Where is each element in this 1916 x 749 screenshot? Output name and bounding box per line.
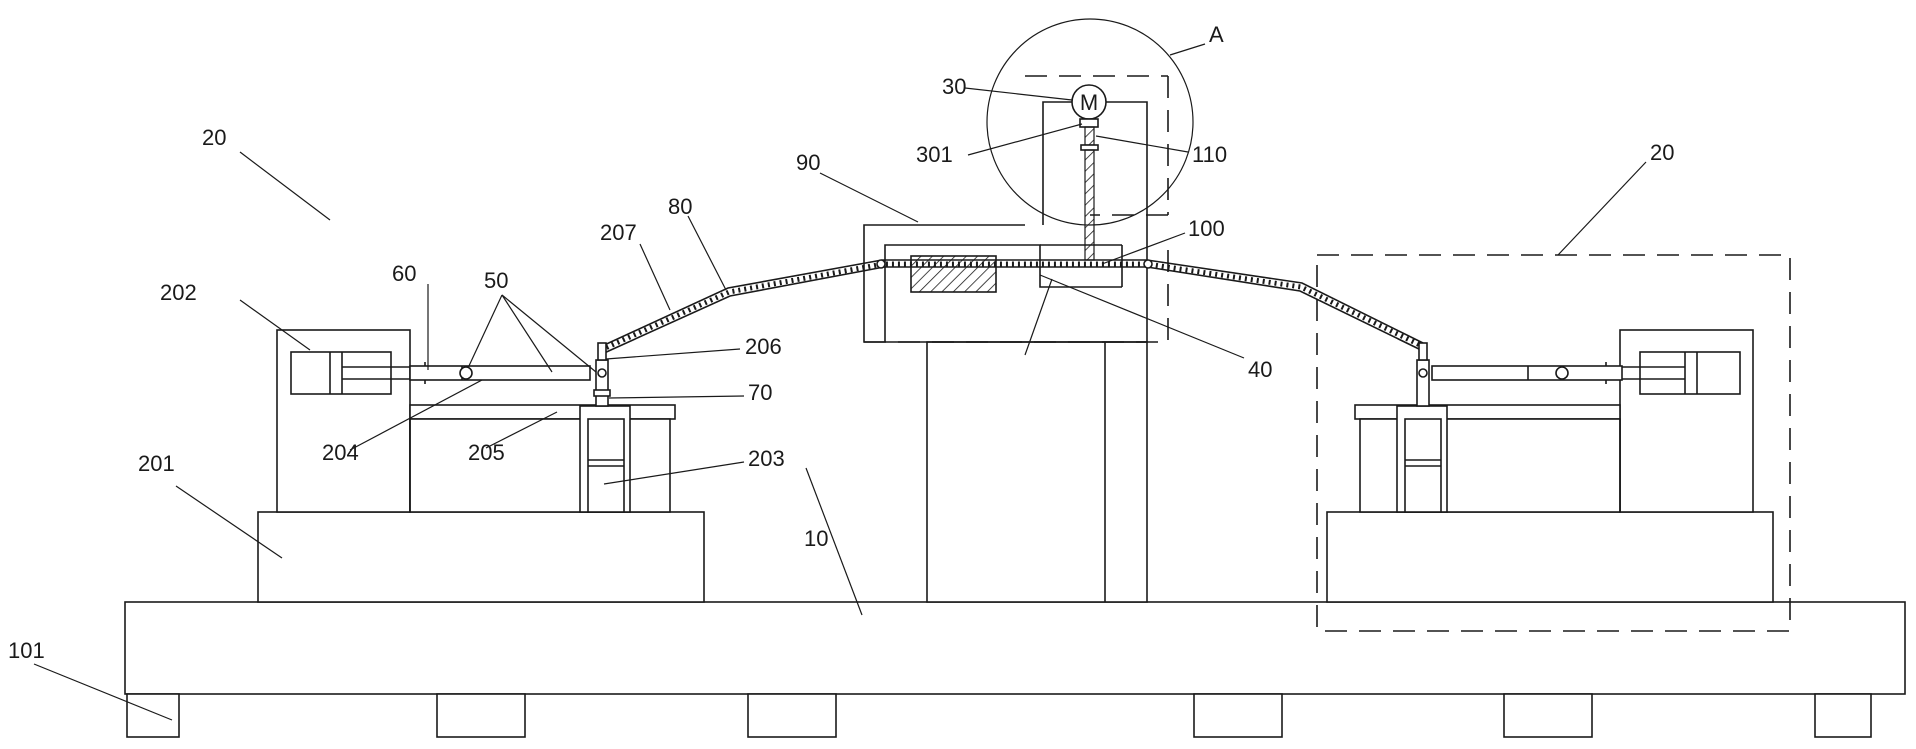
motor-symbol: M [1080, 90, 1098, 115]
right-station-dashed-box [1316, 254, 1791, 632]
hatched-block-40 [910, 255, 997, 293]
label-202: 202 [160, 280, 197, 305]
label-205: 205 [468, 440, 505, 465]
label-201: 201 [138, 451, 175, 476]
label-101: 101 [8, 638, 45, 663]
base-feet [126, 693, 1872, 738]
label-100: 100 [1188, 216, 1225, 241]
shaft-110 [1080, 126, 1099, 261]
label-10: 10 [804, 526, 828, 551]
leader-lines [33, 43, 1647, 721]
label-204: 204 [322, 440, 359, 465]
center-column [926, 341, 1148, 603]
motor-30: M [1071, 84, 1107, 128]
right-station [1326, 329, 1774, 603]
left-station [257, 329, 705, 603]
label-60: 60 [392, 261, 416, 286]
label-40: 40 [1248, 357, 1272, 382]
label-A: A [1209, 22, 1224, 47]
label-90: 90 [796, 150, 820, 175]
wire-80 [599, 259, 1424, 355]
base-platform [124, 601, 1906, 695]
label-203: 203 [748, 446, 785, 471]
label-30: 30 [942, 74, 966, 99]
label-206: 206 [745, 334, 782, 359]
label-20-right: 20 [1650, 140, 1674, 165]
label-301: 301 [916, 142, 953, 167]
label-20-left: 20 [202, 125, 226, 150]
label-207: 207 [600, 220, 637, 245]
label-80: 80 [668, 194, 692, 219]
label-50: 50 [484, 268, 508, 293]
label-110: 110 [1192, 142, 1227, 167]
labels: 20 202 201 101 60 50 204 205 203 207 80 … [8, 22, 1674, 663]
label-70: 70 [748, 380, 772, 405]
